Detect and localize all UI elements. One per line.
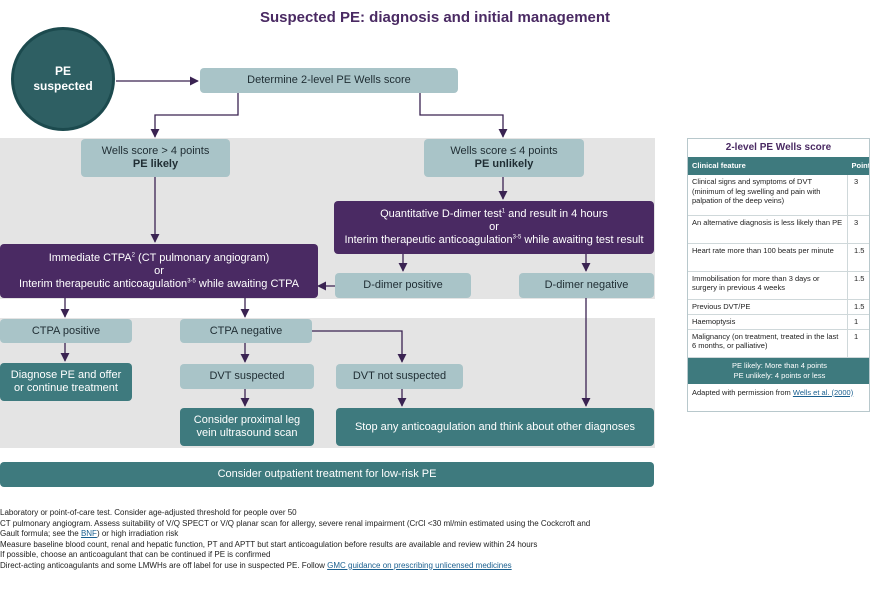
feature-cell: Clinical signs and symptoms of DVT (mini…	[688, 175, 848, 216]
ddimer-negative-node: D-dimer negative	[519, 273, 654, 298]
stop-label: Stop any anticoagulation and think about…	[354, 420, 636, 433]
points-cell: 1.5	[847, 271, 869, 300]
ctpa-node: Immediate CTPA2 (CT pulmonary angiogram)…	[0, 244, 318, 298]
points-cell: 1	[847, 329, 869, 358]
ultrasound-line1: Consider proximal leg	[193, 414, 301, 426]
points-cell: 1	[847, 314, 869, 330]
wells-table: Clinical feature Points Clinical signs a…	[688, 157, 869, 358]
ctpa-positive-label: CTPA positive	[31, 324, 101, 337]
ctpa-negative-node: CTPA negative	[180, 319, 312, 343]
wells-likely-label: PE likely	[132, 158, 179, 170]
wells-likely-node: Wells score > 4 points PE likely	[81, 139, 230, 177]
ddimer-anticoag-line: Interim therapeutic anticoagulation3-5 w…	[344, 234, 644, 246]
dvt-not-suspected-label: DVT not suspected	[352, 370, 447, 382]
ctpa-anticoag-line: Interim therapeutic anticoagulation3-5 w…	[19, 277, 299, 290]
pe-suspected-line2: suspected	[33, 79, 93, 93]
table-row: Malignancy (on treatment, treated in the…	[688, 329, 869, 358]
footnotes: Laboratory or point-of-care test. Consid…	[0, 508, 660, 571]
ddimer-or: or	[489, 221, 499, 233]
table-row: Clinical signs and symptoms of DVT (mini…	[688, 175, 869, 216]
col-clinical-feature: Clinical feature	[688, 157, 848, 175]
points-cell: 3	[847, 215, 869, 244]
footnote-5: Direct-acting anticoagulants and some LM…	[0, 560, 512, 570]
ddimer-positive-label: D-dimer positive	[363, 279, 443, 291]
table-row: Previous DVT/PE 1.5	[688, 299, 869, 315]
feature-cell: Heart rate more than 100 beats per minut…	[688, 243, 848, 272]
gmc-guidance-link[interactable]: GMC guidance on prescribing unlicensed m…	[327, 560, 512, 570]
outpatient-node: Consider outpatient treatment for low-ri…	[0, 462, 654, 487]
table-row: An alternative diagnosis is less likely …	[688, 215, 869, 244]
wells-likely-score: Wells score > 4 points	[101, 145, 210, 157]
bnf-link[interactable]: BNF	[80, 529, 97, 538]
table-row: Haemoptysis 1	[688, 314, 869, 330]
footnote-3: Measure baseline blood count, renal and …	[0, 539, 538, 549]
ctpa-negative-label: CTPA negative	[209, 324, 283, 337]
feature-cell: Immobilisation for more than 3 days or s…	[688, 271, 848, 300]
ddimer-negative-label: D-dimer negative	[544, 279, 629, 291]
connector-negative-to-dvt-not-suspected	[312, 330, 407, 363]
feature-cell: Malignancy (on treatment, treated in the…	[688, 329, 848, 358]
dvt-suspected-node: DVT suspected	[180, 364, 314, 389]
points-cell: 1.5	[847, 299, 869, 315]
diagnose-line1: Diagnose PE and offer	[10, 369, 122, 381]
summary-unlikely: PE unlikely: 4 points or less	[733, 370, 826, 380]
connector-determine-to-unlikely	[419, 93, 508, 138]
page-title: Suspected PE: diagnosis and initial mana…	[259, 9, 611, 26]
summary-likely: PE likely: More than 4 points	[731, 360, 828, 370]
feature-cell: Haemoptysis	[688, 314, 848, 330]
ddimer-test-line: Quantitative D-dimer test1 and result in…	[380, 208, 608, 220]
wells-score-panel: 2-level PE Wells score Clinical feature …	[687, 138, 870, 412]
pe-suspected-line1: PE	[54, 64, 71, 78]
wells-reference-link[interactable]: Wells et al. (2000)	[792, 387, 854, 397]
wells-attribution: Adapted with permission from Wells et al…	[692, 387, 854, 397]
ddimer-positive-node: D-dimer positive	[335, 273, 471, 298]
stop-anticoagulation-node: Stop any anticoagulation and think about…	[336, 408, 654, 446]
wells-summary: PE likely: More than 4 points PE unlikel…	[688, 357, 869, 384]
footnote-4: If possible, choose an anticoagulant tha…	[0, 550, 271, 559]
dvt-suspected-label: DVT suspected	[209, 370, 285, 382]
ctpa-line: Immediate CTPA2 (CT pulmonary angiogram)	[48, 251, 270, 264]
ultrasound-node: Consider proximal leg vein ultrasound sc…	[180, 408, 314, 446]
determine-wells-label: Determine 2-level PE Wells score	[247, 74, 411, 86]
feature-cell: Previous DVT/PE	[688, 299, 848, 315]
diagnose-pe-node: Diagnose PE and offer or continue treatm…	[0, 363, 132, 401]
feature-cell: An alternative diagnosis is less likely …	[688, 215, 848, 244]
points-cell: 3	[847, 175, 869, 216]
footnote-1: Laboratory or point-of-care test. Consid…	[0, 508, 297, 517]
outpatient-label: Consider outpatient treatment for low-ri…	[217, 468, 437, 480]
wells-unlikely-label: PE unlikely	[474, 158, 534, 170]
footnote-2: CT pulmonary angiogram. Assess suitabili…	[0, 518, 591, 528]
determine-wells-node: Determine 2-level PE Wells score	[200, 68, 458, 93]
ctpa-positive-node: CTPA positive	[0, 319, 132, 343]
points-cell: 1.5	[847, 243, 869, 272]
dvt-not-suspected-node: DVT not suspected	[336, 364, 463, 389]
wells-unlikely-node: Wells score ≤ 4 points PE unlikely	[424, 139, 584, 177]
wells-table-header: Clinical feature Points	[688, 157, 869, 175]
wells-table-title: 2-level PE Wells score	[725, 142, 832, 153]
pe-suspected-node: PE suspected	[11, 27, 115, 131]
diagnose-line2: or continue treatment	[14, 382, 118, 394]
footnote-2-cont: Gault formula; see the BNF) or high irra…	[0, 529, 179, 538]
ctpa-or: or	[154, 264, 164, 277]
table-row: Heart rate more than 100 beats per minut…	[688, 243, 869, 272]
ultrasound-line2: vein ultrasound scan	[196, 427, 298, 439]
table-row: Immobilisation for more than 3 days or s…	[688, 271, 869, 300]
col-points: Points	[847, 157, 869, 175]
ddimer-test-node: Quantitative D-dimer test1 and result in…	[334, 201, 654, 254]
connector-determine-to-likely	[150, 93, 239, 138]
wells-unlikely-score: Wells score ≤ 4 points	[450, 145, 558, 157]
